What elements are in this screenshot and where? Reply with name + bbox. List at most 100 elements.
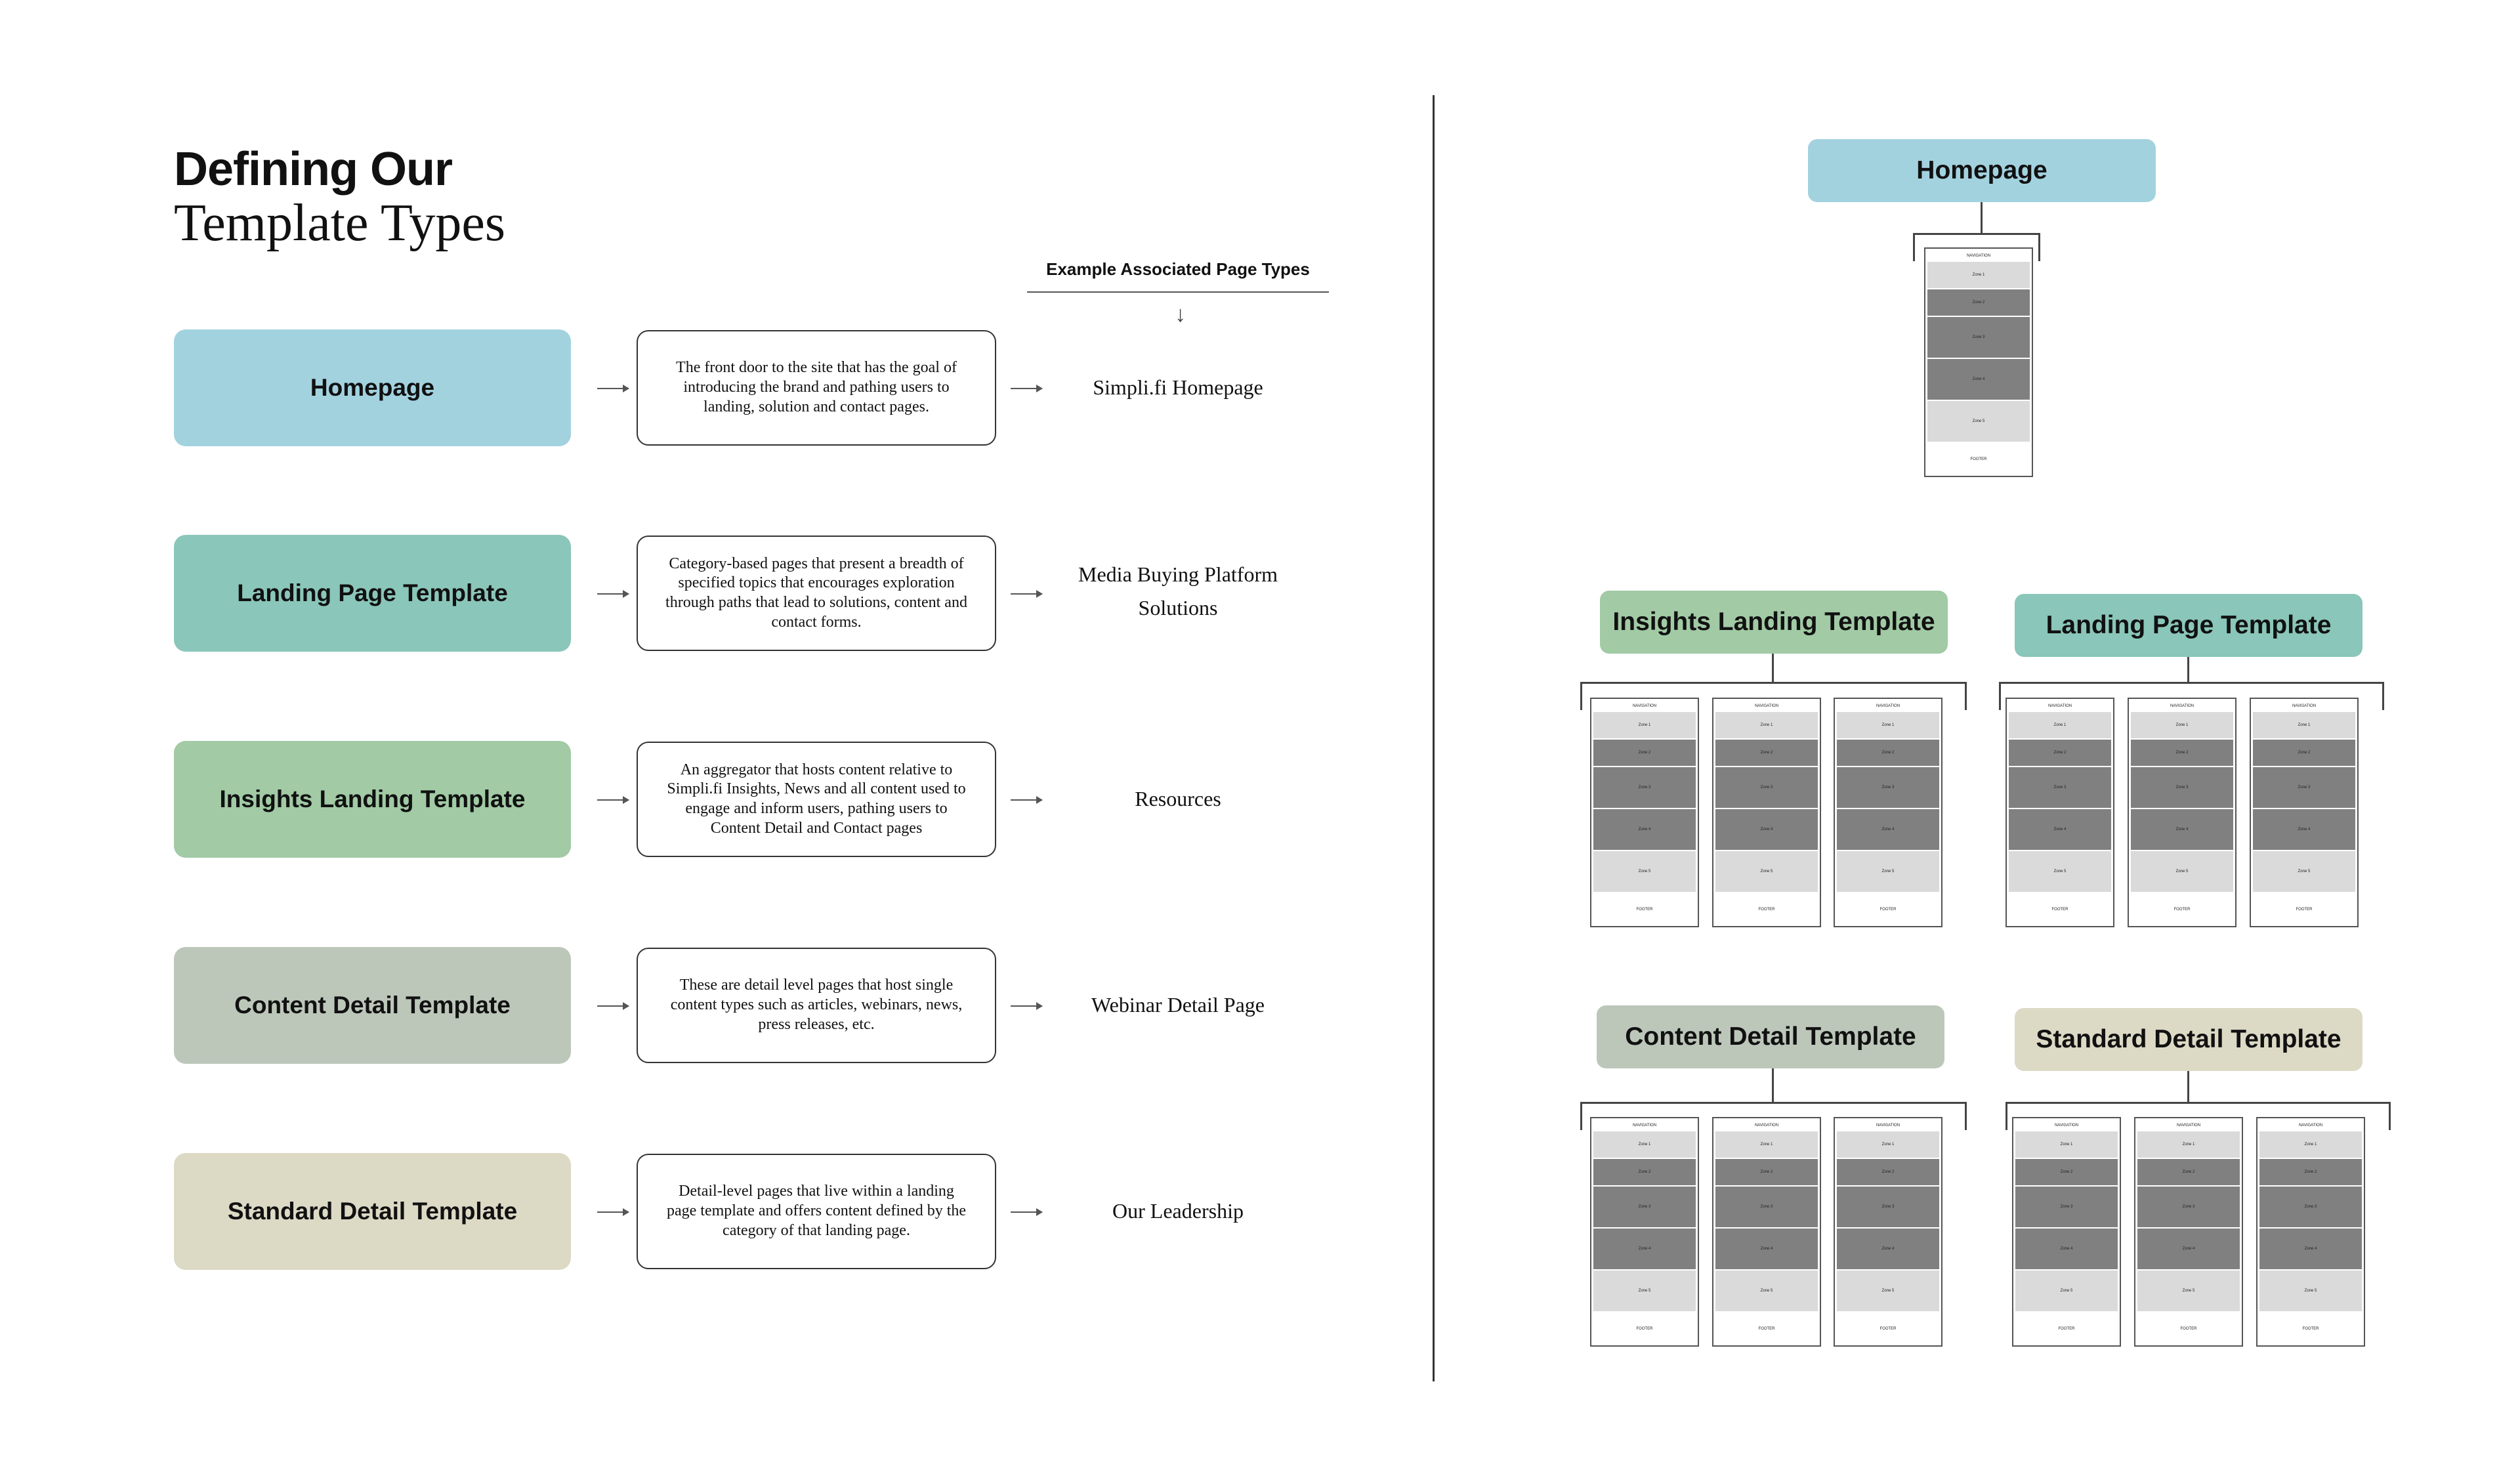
wireframe-zone: Zone 5 (1837, 851, 1939, 892)
arrow-icon (597, 385, 629, 392)
wireframe-zone: FOOTER (2180, 1327, 2197, 1331)
wireframe-zone: Zone 1 (2009, 712, 2111, 738)
wireframe-zone: Zone 5 (2137, 1271, 2240, 1311)
column-header: Example Associated Page Types (1046, 259, 1310, 279)
wireframe-zone: FOOTER (1880, 1327, 1897, 1331)
wireframe-zone: Zone 4 (1927, 359, 2030, 400)
vertical-divider (1433, 95, 1435, 1381)
connector-line (1772, 1068, 1774, 1102)
wireframe-zone: Zone 5 (1593, 851, 1696, 892)
arrow-icon (1011, 590, 1043, 598)
column-header-rule (1027, 291, 1329, 293)
wireframe-zone: Zone 4 (2009, 809, 2111, 850)
connector-bracket (1580, 682, 1967, 710)
wireframe-zone: Zone 5 (2009, 851, 2111, 892)
arrow-icon (597, 1208, 629, 1216)
description-content-detail: These are detail level pages that host s… (637, 948, 996, 1063)
arrow-icon (597, 590, 629, 598)
connector-bracket (1913, 233, 2040, 261)
connector-bracket (1580, 1102, 1967, 1130)
wireframe-zone: Zone 2 (1593, 1159, 1696, 1185)
wireframe-zone: Zone 5 (1593, 1271, 1696, 1311)
example-landing-page: Media Buying Platform Solutions (1078, 562, 1278, 620)
wireframe-zone: Zone 3 (2137, 1187, 2240, 1227)
wireframe-zone: FOOTER (2296, 908, 2313, 912)
wireframe-zone: Zone 4 (2015, 1229, 2118, 1269)
wireframe-zone: Zone 5 (2253, 851, 2355, 892)
wireframe-zone: Zone 2 (1927, 289, 2030, 316)
connector-line (2187, 657, 2189, 682)
wireframe-zone: Zone 4 (1593, 809, 1696, 850)
wireframe-zone: Zone 1 (1837, 1131, 1939, 1158)
sitemap-homepage-label: Homepage (1808, 139, 2156, 202)
wireframe-zone: Zone 1 (1593, 712, 1696, 738)
wireframe-zone: Zone 3 (1593, 767, 1696, 808)
wireframe-zone: Zone 4 (2131, 809, 2233, 850)
wireframe-zone: Zone 4 (1715, 1229, 1818, 1269)
category-standard-detail: Standard Detail Template (174, 1153, 571, 1270)
wireframe-zone: Zone 4 (1837, 809, 1939, 850)
sitemap-landing-label: Landing Page Template (2015, 594, 2362, 657)
wireframe-zone: Zone 2 (2253, 740, 2355, 766)
title-line-1: Defining Our (174, 143, 453, 196)
wireframe-zone: Zone 1 (1927, 262, 2030, 288)
arrow-icon (597, 1002, 629, 1010)
wireframe-zone: Zone 1 (1715, 1131, 1818, 1158)
description-insights-landing: An aggregator that hosts content relativ… (637, 742, 996, 857)
wireframe-zone: FOOTER (1758, 908, 1775, 912)
wireframe-zone: Zone 1 (2253, 712, 2355, 738)
wireframe-zone: Zone 5 (1927, 401, 2030, 442)
example-homepage: Simpli.fi Homepage (1093, 375, 1263, 399)
wireframe-zone: FOOTER (1758, 1327, 1775, 1331)
wireframe-zone: Zone 1 (2131, 712, 2233, 738)
wireframe-zone: Zone 3 (1837, 1187, 1939, 1227)
title-line-2: Template Types (174, 194, 505, 252)
wireframe-zone: Zone 5 (2015, 1271, 2118, 1311)
wireframe-zone: Zone 2 (2131, 740, 2233, 766)
arrow-icon (1011, 1208, 1043, 1216)
description-standard-detail: Detail-level pages that live within a la… (637, 1154, 996, 1269)
wireframe-zone: Zone 2 (2015, 1159, 2118, 1185)
description-landing-page: Category-based pages that present a brea… (637, 536, 996, 651)
wireframe-zone: Zone 3 (1927, 317, 2030, 358)
down-arrow-icon: ↓ (1175, 302, 1186, 327)
wireframe-zone: Zone 5 (1837, 1271, 1939, 1311)
wireframe-zone: Zone 1 (1715, 712, 1818, 738)
wireframe-zone: Zone 2 (2259, 1159, 2362, 1185)
wireframe-zone: Zone 3 (2131, 767, 2233, 808)
category-landing-page: Landing Page Template (174, 535, 571, 652)
wireframe-zone: Zone 3 (1715, 1187, 1818, 1227)
wireframe-zone: Zone 1 (2137, 1131, 2240, 1158)
category-content-detail: Content Detail Template (174, 947, 571, 1064)
wireframe-zone: Zone 3 (2009, 767, 2111, 808)
wireframe-zone: FOOTER (2302, 1327, 2319, 1331)
wireframe-zone: FOOTER (1970, 457, 1987, 461)
connector-line (1772, 654, 1774, 682)
wireframe-zone: Zone 5 (1715, 1271, 1818, 1311)
wireframe-zone: Zone 2 (1593, 740, 1696, 766)
wireframe-zone: FOOTER (1636, 1327, 1653, 1331)
example-insights-landing: Resources (1135, 787, 1221, 810)
wireframe-zone: Zone 4 (1837, 1229, 1939, 1269)
category-insights-landing: Insights Landing Template (174, 741, 571, 858)
arrow-icon (1011, 796, 1043, 804)
wireframe-zone: FOOTER (1880, 908, 1897, 912)
wireframe-zone: FOOTER (2051, 908, 2068, 912)
connector-line (1981, 202, 1983, 233)
sitemap-insights-label: Insights Landing Template (1600, 591, 1948, 654)
wireframe-zone: FOOTER (2058, 1327, 2075, 1331)
wireframe-zone: Zone 3 (2259, 1187, 2362, 1227)
wireframe-zone: Zone 4 (1593, 1229, 1696, 1269)
connector-bracket (2006, 1102, 2391, 1130)
wireframe-zone: Zone 2 (1837, 1159, 1939, 1185)
wireframe-zone: Zone 2 (2137, 1159, 2240, 1185)
